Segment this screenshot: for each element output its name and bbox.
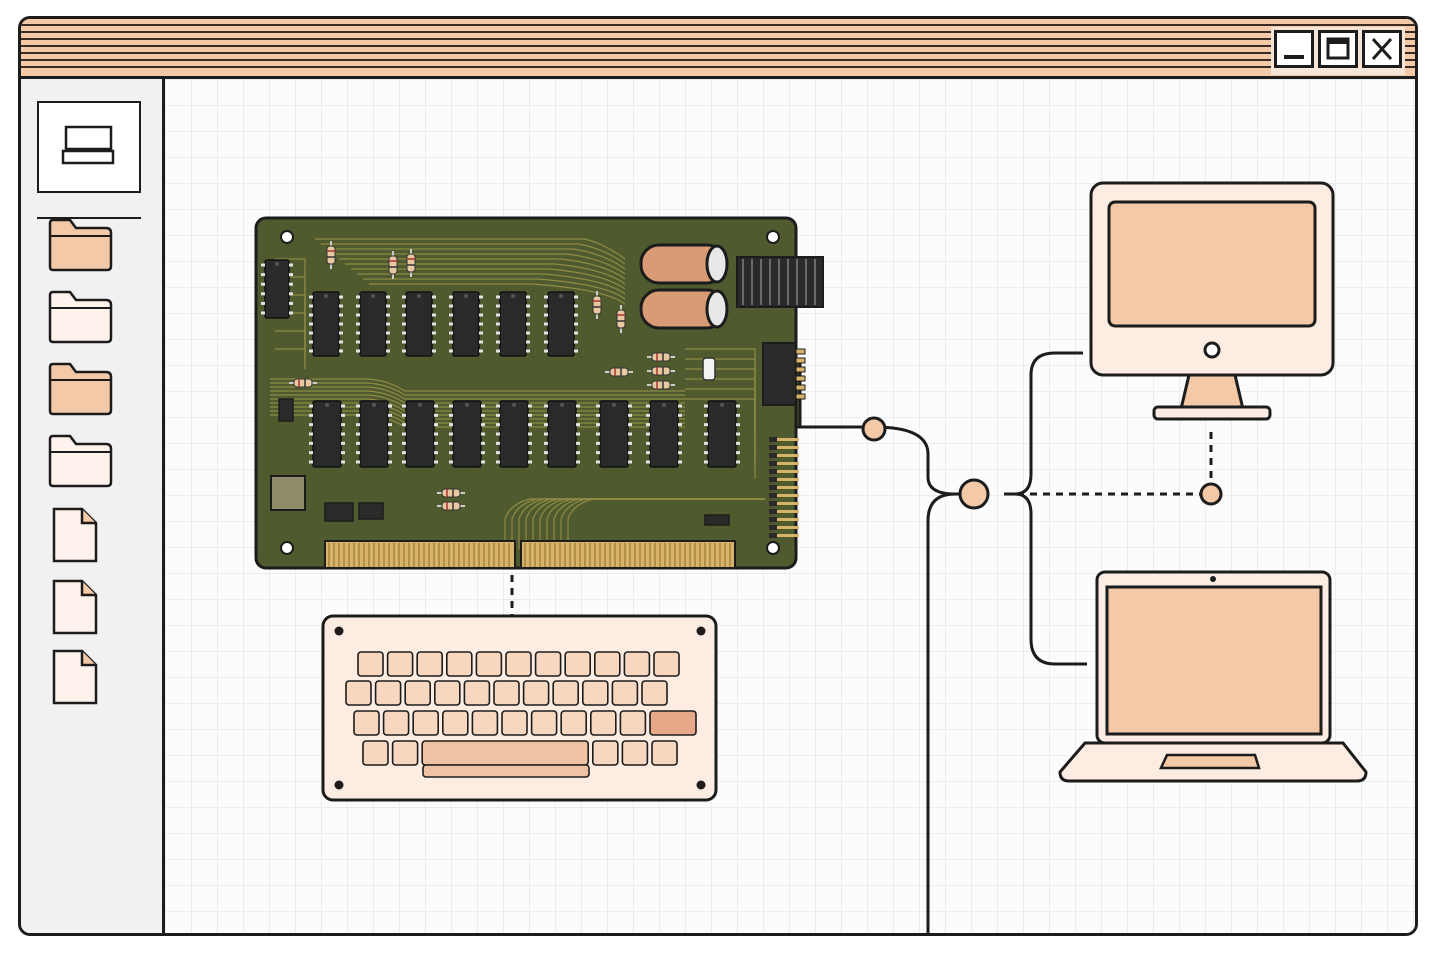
app-window xyxy=(18,16,1418,936)
laptop-camera xyxy=(1210,576,1216,582)
keyboard-keys xyxy=(345,651,697,778)
folder-icon xyxy=(48,434,113,488)
maximize-button[interactable] xyxy=(1318,30,1358,68)
title-bar[interactable] xyxy=(21,19,1415,79)
passive-components xyxy=(270,241,730,526)
close-button[interactable] xyxy=(1362,30,1402,68)
sidebar-item-1[interactable] xyxy=(48,218,116,282)
diagram-svg xyxy=(254,181,1368,933)
minimize-button[interactable] xyxy=(1274,30,1314,68)
monitor-base xyxy=(1152,405,1272,421)
computer-card-icon xyxy=(61,125,115,165)
close-icon xyxy=(1371,37,1393,61)
sidebar xyxy=(21,79,165,933)
sidebar-top-tile[interactable] xyxy=(37,101,141,193)
folder-icon xyxy=(48,290,113,344)
mounting-holes xyxy=(280,230,780,555)
document-icon xyxy=(52,649,98,705)
sidebar-item-6[interactable] xyxy=(48,578,116,642)
document-icon xyxy=(52,579,98,635)
board-chips xyxy=(261,259,740,468)
hub-node[interactable] xyxy=(958,478,990,510)
sidebar-item-4[interactable] xyxy=(48,434,116,498)
monitor-screen xyxy=(1107,200,1317,328)
keyboard-icon[interactable] xyxy=(321,614,718,802)
sidebar-item-5[interactable] xyxy=(48,506,116,570)
board-to-hub-connector xyxy=(800,425,974,496)
sidebar-divider xyxy=(37,217,141,219)
sidebar-item-3[interactable] xyxy=(48,362,116,426)
hub-to-monitor-connector xyxy=(1004,351,1083,496)
minimize-icon xyxy=(1284,55,1304,59)
folder-icon xyxy=(48,362,113,416)
edge-connector xyxy=(324,540,736,569)
laptop-icon[interactable] xyxy=(1058,570,1368,783)
heatsink xyxy=(736,256,824,308)
side-pins xyxy=(769,437,799,538)
connector-node[interactable] xyxy=(861,416,887,442)
monitor-stand xyxy=(1179,373,1245,411)
laptop-screen xyxy=(1105,585,1323,736)
capacitors xyxy=(639,243,729,330)
sidebar-item-2[interactable] xyxy=(48,290,116,354)
board-connector-block xyxy=(762,342,806,406)
monitor-link-node[interactable] xyxy=(1199,482,1223,506)
diagram-canvas xyxy=(165,79,1415,933)
maximize-icon xyxy=(1326,37,1350,60)
hub-to-laptop-connector xyxy=(1004,492,1087,666)
hub-vertical-trunk xyxy=(926,492,974,933)
folder-icon xyxy=(48,218,113,272)
window-controls xyxy=(1271,27,1405,75)
circuit-board-icon[interactable] xyxy=(254,216,824,570)
document-icon xyxy=(52,507,98,563)
monitor-icon[interactable] xyxy=(1089,181,1335,421)
sidebar-item-7[interactable] xyxy=(48,648,116,712)
connection-lines xyxy=(510,351,1213,933)
laptop-trackpad xyxy=(1159,753,1261,770)
monitor-power-button xyxy=(1203,341,1221,359)
keyboard-screws xyxy=(334,626,706,790)
